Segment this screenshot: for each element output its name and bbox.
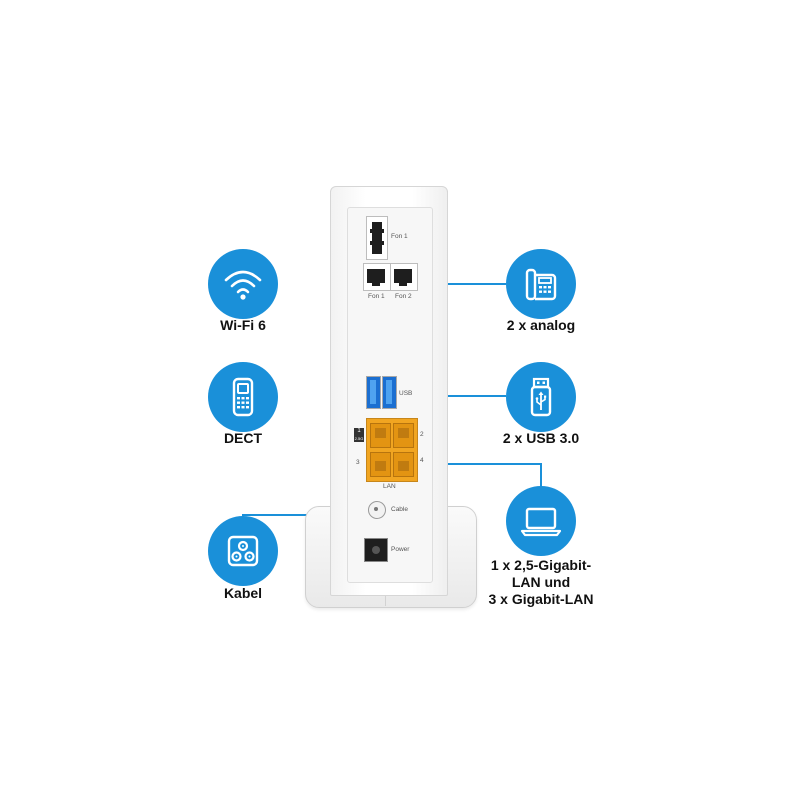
analog-label: 2 x analog bbox=[506, 317, 576, 333]
lan-port-2-label: 2 bbox=[420, 431, 424, 438]
analog-circle bbox=[506, 249, 576, 319]
fon-top-label: Fon 1 bbox=[391, 233, 408, 240]
power-socket bbox=[364, 538, 388, 562]
tae-socket bbox=[366, 216, 388, 260]
wifi-circle bbox=[208, 249, 278, 319]
dect-label: DECT bbox=[223, 430, 263, 446]
wifi-icon bbox=[224, 270, 262, 300]
lan-label-line-2: LAN und bbox=[511, 574, 571, 590]
usb-port-2 bbox=[382, 376, 397, 409]
connector-lan bbox=[446, 463, 541, 465]
lan-circle bbox=[506, 486, 576, 556]
lan-label: LAN bbox=[383, 483, 396, 490]
usb-label: 2 x USB 3.0 bbox=[502, 430, 580, 446]
connector-kabel bbox=[243, 514, 313, 516]
lan-label-line-1: 1 x 2,5-Gigabit- bbox=[490, 557, 592, 573]
usb-port-1 bbox=[366, 376, 381, 409]
lan-port-2 bbox=[393, 423, 414, 448]
lan-port-3-label: 3 bbox=[356, 459, 360, 466]
lan-port-block bbox=[366, 418, 418, 482]
cordless-phone-icon bbox=[232, 377, 254, 417]
lan-badge-number: 1 bbox=[357, 428, 361, 434]
lan-port-4 bbox=[393, 452, 414, 477]
lan-label-line-3: 3 x Gigabit-LAN bbox=[488, 591, 594, 607]
dect-circle bbox=[208, 362, 278, 432]
connector-usb bbox=[446, 395, 506, 397]
wifi-label: Wi-Fi 6 bbox=[220, 317, 266, 333]
connector-analog bbox=[446, 283, 506, 285]
lan-label: 1 x 2,5-Gigabit- LAN und 3 x Gigabit-LAN bbox=[481, 557, 601, 608]
usb-stick-icon bbox=[530, 377, 552, 417]
cable-label: Cable bbox=[391, 506, 408, 513]
lan-port-3 bbox=[370, 452, 391, 477]
connector-kabel-drop bbox=[242, 514, 244, 517]
lan-badge-speed: 2.5G bbox=[354, 436, 364, 441]
rj11-socket-fon1 bbox=[363, 263, 391, 291]
laptop-icon bbox=[520, 507, 562, 537]
kabel-circle bbox=[208, 516, 278, 586]
power-label: Power bbox=[391, 546, 410, 553]
desk-phone-icon bbox=[525, 268, 557, 301]
lan-badge: 1 2.5G bbox=[354, 428, 364, 442]
rj11-socket-fon2 bbox=[390, 263, 418, 291]
connector-lan-drop bbox=[540, 463, 542, 487]
lan-port-4-label: 4 bbox=[420, 457, 424, 464]
usb-port-label: USB bbox=[399, 390, 413, 397]
usb-circle bbox=[506, 362, 576, 432]
kabel-label: Kabel bbox=[223, 585, 263, 601]
coax-cable-icon bbox=[227, 535, 259, 567]
coax-connector bbox=[368, 501, 386, 519]
lan-port-1 bbox=[370, 423, 391, 448]
fon1-label: Fon 1 bbox=[368, 293, 385, 300]
fon2-label: Fon 2 bbox=[395, 293, 412, 300]
